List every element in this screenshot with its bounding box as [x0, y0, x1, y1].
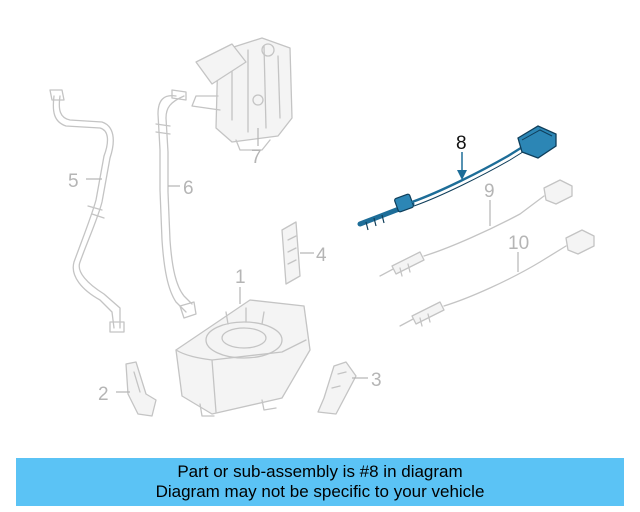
callout-10: 10 [508, 233, 529, 254]
callout-6: 6 [183, 178, 194, 199]
part-1-housing[interactable] [175, 299, 311, 417]
part-9-sensor[interactable] [379, 179, 573, 277]
callout-2: 2 [98, 384, 109, 405]
part-7-bracket[interactable] [191, 37, 293, 151]
part-10-sensor[interactable] [399, 229, 595, 327]
parts-diagram: 7 5 6 4 1 2 [49, 37, 595, 417]
part-3-bracket[interactable] [317, 361, 357, 415]
callout-3: 3 [371, 370, 382, 391]
callout-4: 4 [316, 245, 327, 266]
caption-banner: Part or sub-assembly is #8 in diagram Di… [16, 458, 624, 506]
callout-8: 8 [456, 133, 467, 154]
caption-line-2: Diagram may not be specific to your vehi… [155, 482, 485, 501]
part-2-bracket[interactable] [125, 361, 157, 417]
callout-1: 1 [235, 267, 246, 288]
part-5-hose[interactable] [49, 89, 125, 333]
part-6-hose[interactable] [155, 89, 197, 319]
callout-8-arrowhead [457, 170, 467, 180]
callout-9: 9 [484, 181, 495, 202]
part-4-clip[interactable] [281, 221, 301, 285]
part-8-oxygen-sensor[interactable] [357, 125, 557, 231]
caption-line-1: Part or sub-assembly is #8 in diagram [177, 462, 463, 481]
callout-5: 5 [68, 171, 79, 192]
callout-7: 7 [251, 147, 262, 168]
